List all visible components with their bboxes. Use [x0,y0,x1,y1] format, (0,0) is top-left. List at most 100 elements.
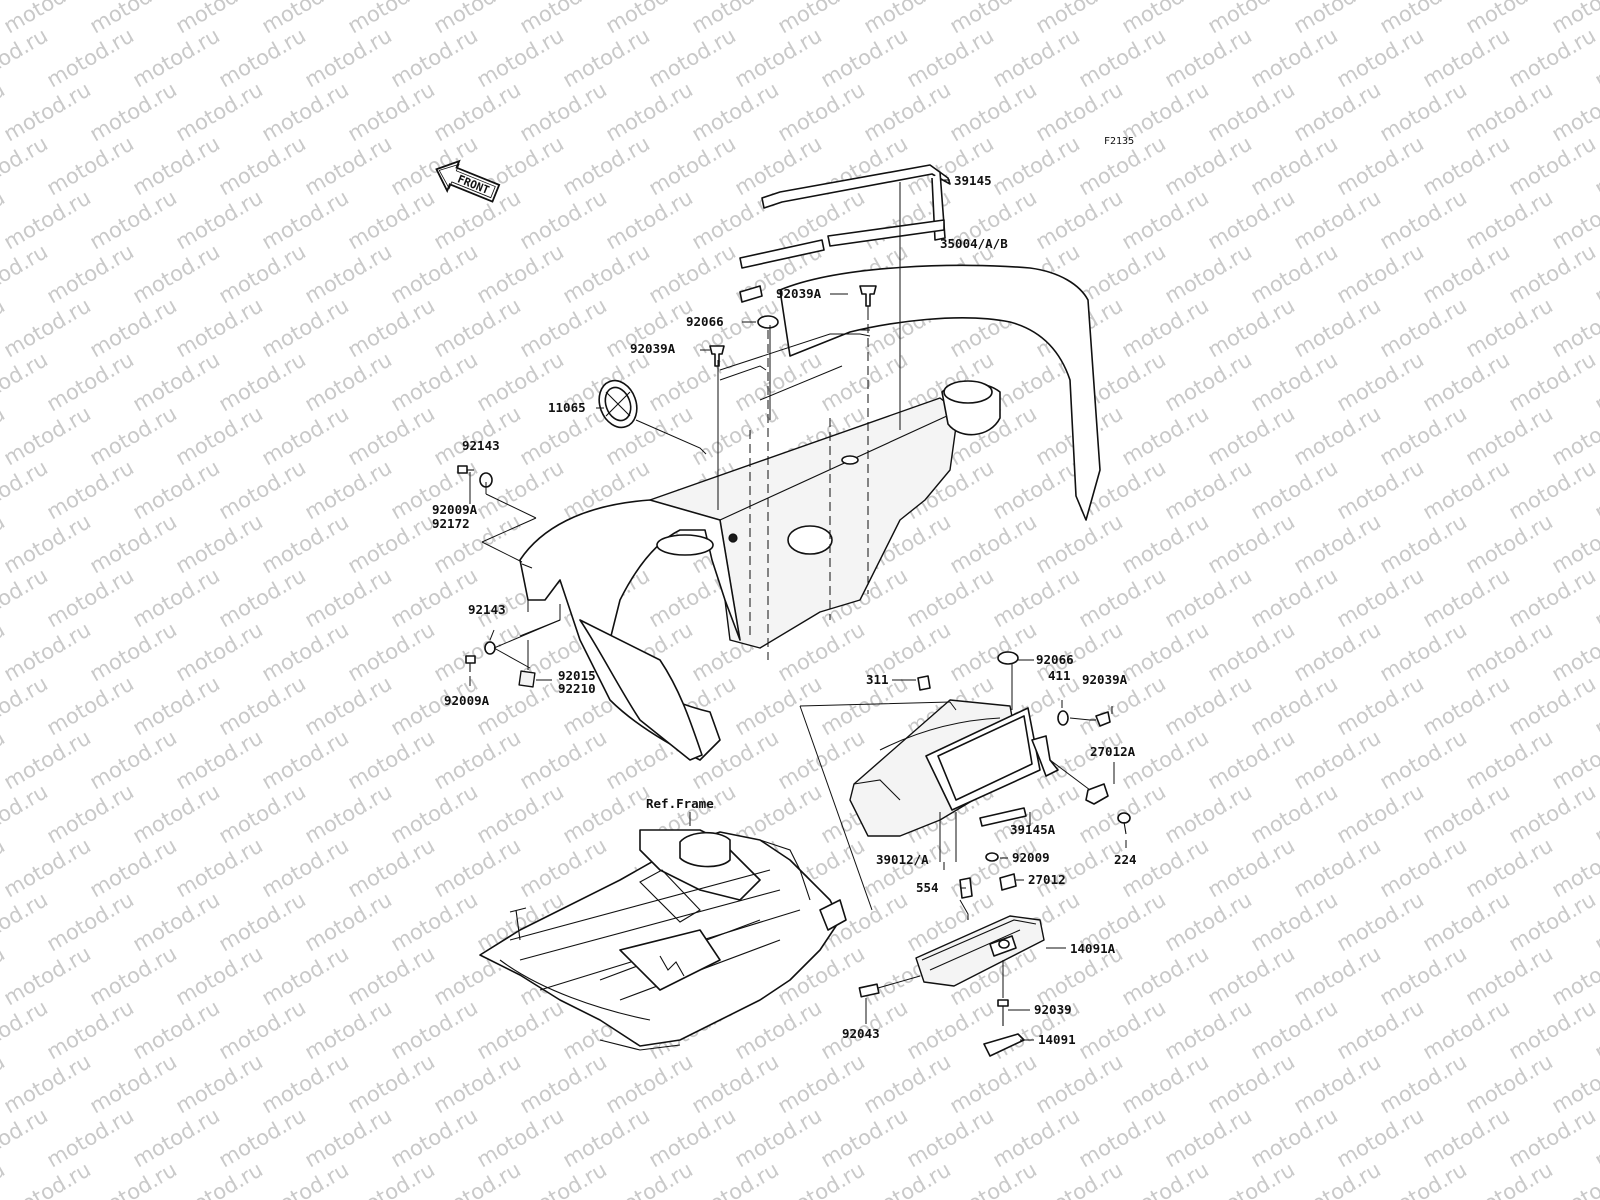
watermark-text: motod.ru [1118,0,1213,38]
watermark-text: motod.ru [430,833,525,902]
watermark-text: motod.ru [1419,23,1514,92]
watermark-text: motod.ru [1462,401,1557,470]
watermark-text: motod.ru [86,1049,181,1118]
ref-frame-label: Ref.Frame [646,796,714,811]
watermark-text: motod.ru [1548,725,1600,794]
watermark-text: motod.ru [172,1157,267,1200]
watermark-text: motod.ru [430,401,525,470]
watermark-text: motod.ru [1247,239,1342,308]
watermark-text: motod.ru [1247,671,1342,740]
watermark-text: motod.ru [1419,1103,1514,1172]
watermark-text: motod.ru [1419,779,1514,848]
watermark-text: motod.ru [1290,401,1385,470]
watermark-text: motod.ru [258,509,353,578]
watermark-text: motod.ru [1204,725,1299,794]
diagram-code: F2135 [1104,136,1134,147]
callout-14091: 14091 [1038,1032,1076,1047]
watermark-text: motod.ru [301,779,396,848]
watermark-text: motod.ru [43,1103,138,1172]
watermark-text: motod.ru [473,779,568,848]
watermark-text: motod.ru [86,833,181,902]
watermark-text: motod.ru [1204,401,1299,470]
watermark-text: motod.ru [1032,185,1127,254]
callout-92143-top: 92143 [462,438,500,453]
watermark-text: motod.ru [1333,131,1428,200]
watermark-text: motod.ru [1548,77,1600,146]
watermark-text: motod.ru [1419,995,1514,1064]
watermark-text: motod.ru [1247,887,1342,956]
watermark-text: motod.ru [1462,833,1557,902]
watermark-text: motod.ru [129,347,224,416]
callout-27012: 27012 [1028,872,1066,887]
watermark-text: motod.ru [946,77,1041,146]
watermark-text: motod.ru [43,779,138,848]
callout-311: 311 [866,672,889,687]
watermark-text: motod.ru [989,455,1084,524]
callout-92039A-right: 92039A [1082,672,1128,687]
callout-92210: 92210 [558,681,596,696]
watermark-text: motod.ru [989,1103,1084,1172]
watermark-text: motod.ru [1075,23,1170,92]
watermark-text: motod.ru [172,77,267,146]
watermark-text: motod.ru [688,0,783,38]
watermark-text: motod.ru [473,995,568,1064]
clip-92039A-top [859,285,877,307]
watermark-text: motod.ru [172,293,267,362]
watermark-text: motod.ru [1505,131,1600,200]
watermark-text: motod.ru [258,833,353,902]
watermark-text: motod.ru [473,455,568,524]
watermark-text: motod.ru [215,131,310,200]
watermark-text: motod.ru [1032,1049,1127,1118]
watermark-text: motod.ru [774,1157,869,1200]
watermark-text: motod.ru [1161,239,1256,308]
watermark-text: motod.ru [1333,887,1428,956]
watermark-text: motod.ru [1548,1049,1600,1118]
watermark-text: motod.ru [430,293,525,362]
watermark-text: motod.ru [301,671,396,740]
watermark-text: motod.ru [1505,563,1600,632]
watermark-text: motod.ru [172,941,267,1010]
watermark-text: motod.ru [172,185,267,254]
watermark-text: motod.ru [817,347,912,416]
callout-92039A-top: 92039A [776,286,822,301]
watermark-text: motod.ru [1419,131,1514,200]
watermark-text: motod.ru [430,725,525,794]
watermark-text: motod.ru [43,887,138,956]
watermark-text: motod.ru [86,941,181,1010]
box-assembly-39012 [849,699,1059,837]
watermark-text: motod.ru [387,23,482,92]
watermark-text: motod.ru [516,1049,611,1118]
watermark-text: motod.ru [1204,833,1299,902]
watermark-text: motod.ru [1376,941,1471,1010]
watermark-text: motod.ru [602,185,697,254]
callout-92009A-top: 92009A [432,502,478,517]
watermark-text: motod.ru [946,833,1041,902]
callout-92015: 92015 [558,668,596,683]
watermark-text: motod.ru [516,77,611,146]
watermark-text: motod.ru [258,401,353,470]
watermark-text: motod.ru [129,239,224,308]
watermark-text: motod.ru [258,185,353,254]
watermark-text: motod.ru [1290,833,1385,902]
bolt-92009A-bot [465,655,476,672]
watermark-text: motod.ru [1462,941,1557,1010]
watermark-text: motod.ru [301,347,396,416]
watermark-text: motod.ru [946,509,1041,578]
watermark-text: motod.ru [301,239,396,308]
watermark-text: motod.ru [129,779,224,848]
watermark-text: motod.ru [1376,293,1471,362]
watermark-text: motod.ru [1161,23,1256,92]
watermark-text: motod.ru [1505,671,1600,740]
watermark-text: motod.ru [215,347,310,416]
watermark-text: motod.ru [86,77,181,146]
watermark-text: motod.ru [774,0,869,38]
watermark-text: motod.ru [1376,401,1471,470]
watermark-text: motod.ru [258,1157,353,1200]
watermark-text: motod.ru [473,1103,568,1172]
watermark-text: motod.ru [1247,995,1342,1064]
watermark-text: motod.ru [1247,779,1342,848]
watermark-text: motod.ru [1333,671,1428,740]
watermark-text: motod.ru [430,1049,525,1118]
watermark-text: motod.ru [731,23,826,92]
